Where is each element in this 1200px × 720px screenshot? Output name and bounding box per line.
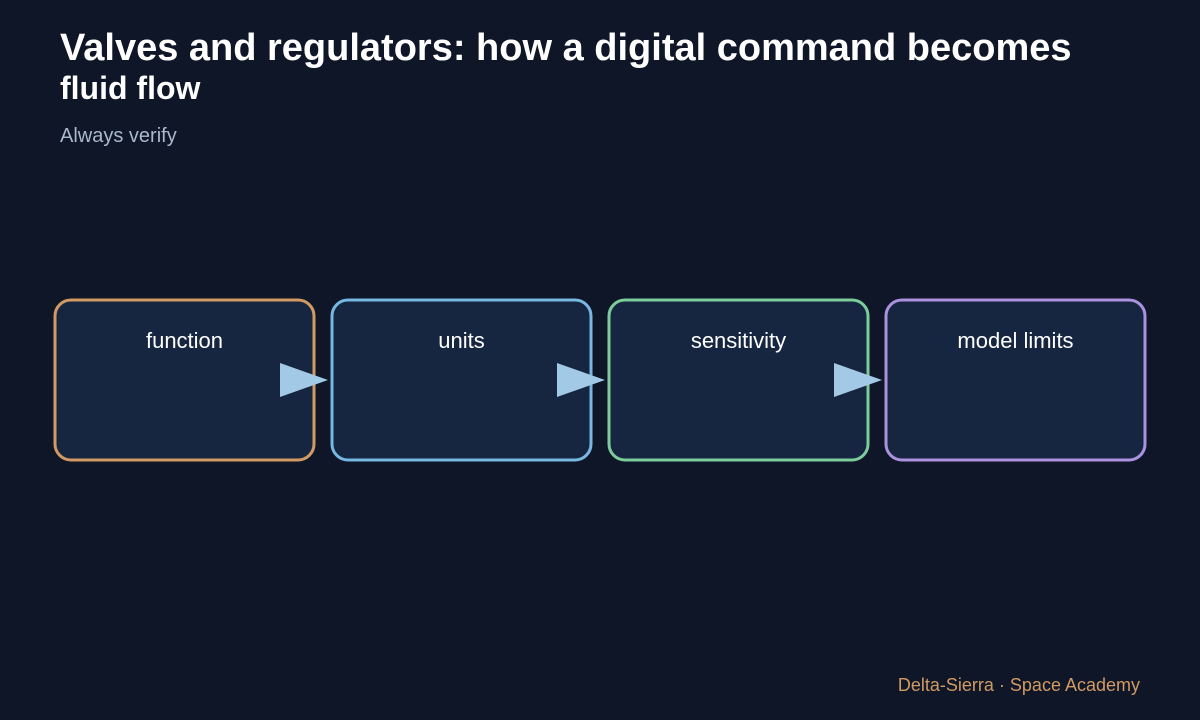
footer-credit: Delta-Sierra · Space Academy (897, 675, 1140, 695)
subtitle: Always verify (60, 125, 177, 147)
step-box-frame (53, 298, 316, 462)
arrow-right-icon (280, 363, 328, 397)
step-box-frame (607, 298, 870, 462)
arrow-right-icon (834, 363, 882, 397)
step-label-function: function (146, 328, 223, 353)
title-line-1: Valves and regulators: how a digital com… (60, 27, 1072, 69)
title-line-2: fluid flow (60, 70, 201, 106)
step-label-sensitivity: sensitivity (691, 328, 786, 353)
step-label-model-limits: model limits (957, 328, 1073, 353)
step-box-function: function (53, 298, 316, 462)
step-box-frame (330, 298, 593, 462)
page-title: Valves and regulators: how a digital com… (60, 27, 1150, 107)
step-box-model-limits: model limits (884, 298, 1147, 462)
step-box-units: units (330, 298, 593, 462)
arrow-right-icon (557, 363, 605, 397)
step-box-sensitivity: sensitivity (607, 298, 870, 462)
step-box-frame (884, 298, 1147, 462)
step-label-units: units (438, 328, 484, 353)
